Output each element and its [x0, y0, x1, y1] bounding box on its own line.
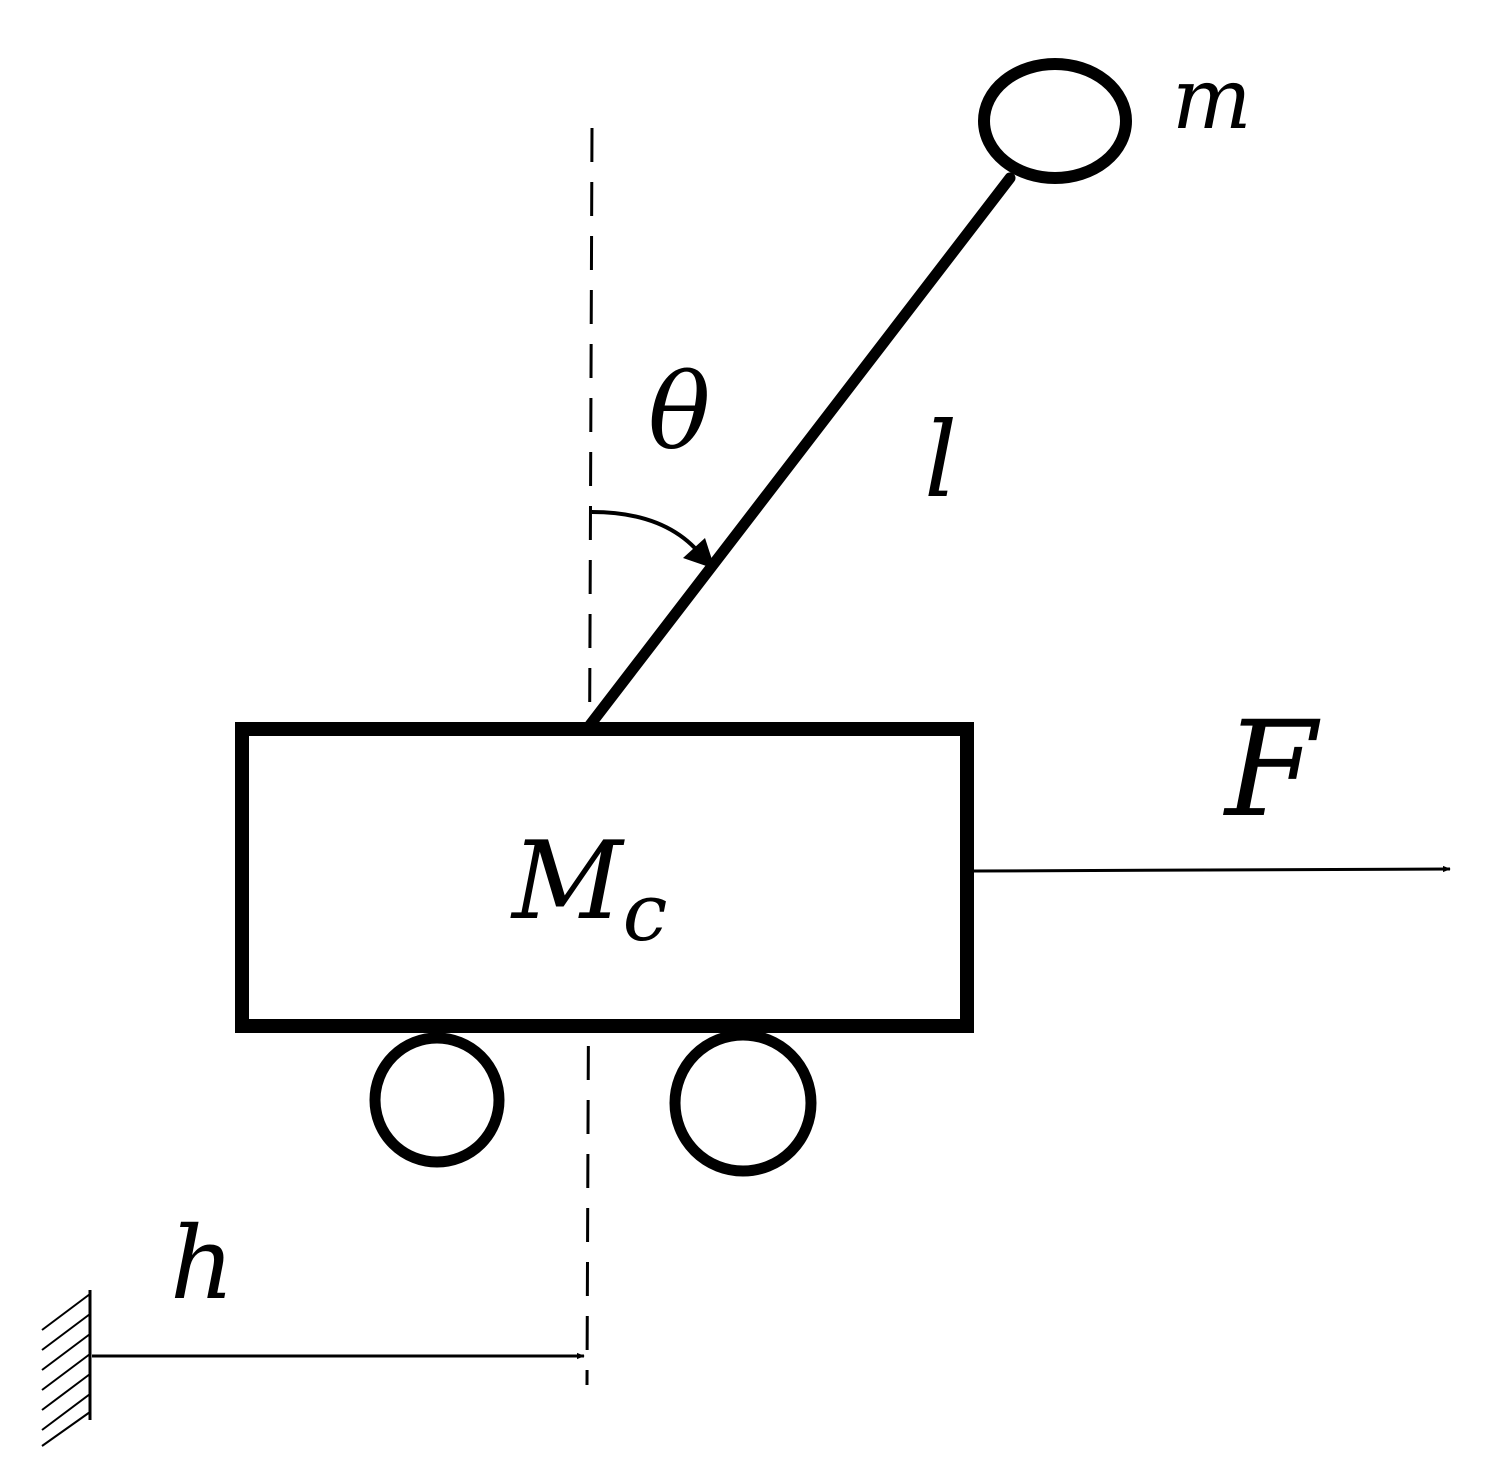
angle-label: θ: [648, 351, 711, 473]
mass-label: m: [1172, 50, 1252, 148]
cart-mass-main: M: [510, 819, 625, 944]
angle-arrowhead: [683, 538, 715, 569]
cart-mass-label: Mc: [510, 819, 667, 959]
vertical-reference-line: [585, 127, 594, 1386]
fixed-wall-icon: [41, 1290, 92, 1447]
cart-body: [235, 722, 974, 1033]
cart-wheel-left: [369, 1032, 505, 1168]
length-label: l: [924, 399, 957, 521]
force-arrow: [973, 865, 1451, 873]
cart-mass-subscript: c: [623, 866, 668, 959]
cart-wheel-right: [669, 1029, 817, 1177]
force-label: F: [1223, 693, 1321, 847]
pendulum-rod: [584, 172, 1016, 731]
pendulum-bob: [978, 58, 1132, 184]
position-label: h: [170, 1205, 234, 1322]
angle-arc: [591, 510, 707, 562]
